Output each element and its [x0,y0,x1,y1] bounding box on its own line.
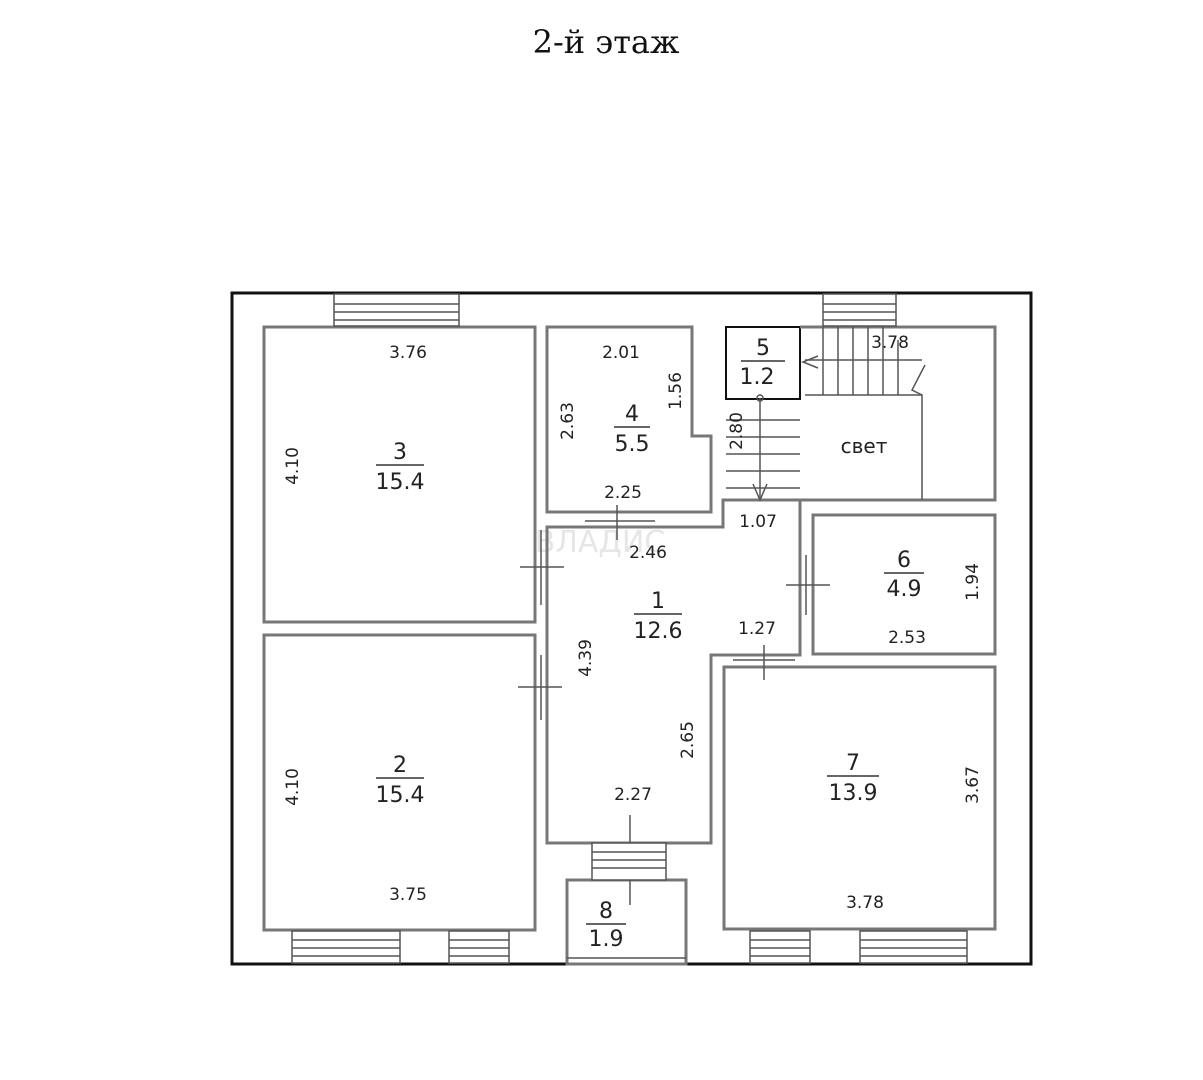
room-label-6: 6 4.9 [884,548,924,602]
room-label-4: 4 5.5 [614,402,650,457]
room-2-number: 2 [393,753,407,778]
dim-r3-left: 4.10 [283,447,303,485]
dim-r7-bottom: 3.78 [846,893,884,913]
room-7-area: 13.9 [829,781,878,806]
window-bottom-right-1 [749,930,811,964]
room-2-area: 15.4 [376,783,425,808]
watermark-text: ВЛАДИС [535,525,666,560]
dim-hall-mid: 1.27 [738,619,776,639]
dim-r4-top: 2.01 [602,343,640,363]
room-label-1: 1 12.6 [634,589,683,644]
dim-hall-bottom: 2.27 [614,785,652,805]
dim-r2-bottom: 3.75 [389,885,427,905]
dim-r3-top: 3.76 [389,343,427,363]
room-7-number: 7 [846,751,860,776]
dim-stair-top: 3.78 [871,333,909,353]
room-1-area: 12.6 [634,619,683,644]
window-top-left [333,293,460,327]
room-label-3: 3 15.4 [376,440,425,495]
room-label-8: 8 1.9 [586,899,626,952]
staircase-lower [726,394,800,502]
room-label-2: 2 15.4 [376,753,425,808]
dim-r2-left: 4.10 [283,768,303,806]
staircase-upper [805,327,926,396]
floor-title: 2-й этаж [533,23,680,61]
room-8-walls [565,878,688,966]
room-3-number: 3 [393,440,407,465]
dim-stair-side: 2.80 [727,412,747,450]
room-5-area: 1.2 [740,365,775,390]
dim-r4-bottom: 2.25 [604,483,642,503]
room-label-7: 7 13.9 [827,751,879,806]
dim-hall-top: 2.46 [629,543,667,563]
stair-block-walls [800,325,997,502]
room-4-number: 4 [625,402,639,427]
dim-hall-left: 4.39 [576,639,596,677]
room-8-number: 8 [599,899,613,924]
dim-r4-right: 1.56 [666,372,686,410]
room-1-number: 1 [651,589,665,614]
dim-r4-left: 2.63 [558,402,578,440]
dim-hall-right: 2.65 [678,721,698,759]
room-label-5: 5 1.2 [740,336,785,390]
room-3-area: 15.4 [376,470,425,495]
room-6-area: 4.9 [887,577,922,602]
dim-r6-right: 1.94 [963,563,983,601]
dim-hall-top-right: 1.07 [739,512,777,532]
room-4-walls [545,325,713,514]
room-3-walls [262,325,537,624]
window-top-right [822,293,897,327]
window-bottom-right-2 [859,930,968,964]
window-bottom-left-2 [448,930,510,964]
room-8-area: 1.9 [589,927,624,952]
dim-r6-bottom: 2.53 [888,628,926,648]
stair-arrow-icon [800,355,819,369]
window-bottom-left-1 [291,930,401,964]
room-6-number: 6 [897,548,911,573]
room-4-area: 5.5 [615,432,650,457]
dim-r7-right: 3.67 [963,766,983,804]
doors [518,505,830,905]
room-2-walls [262,633,537,932]
room-7-walls [722,665,997,931]
room-5-number: 5 [756,336,770,361]
light-well-label: свет [841,434,888,458]
